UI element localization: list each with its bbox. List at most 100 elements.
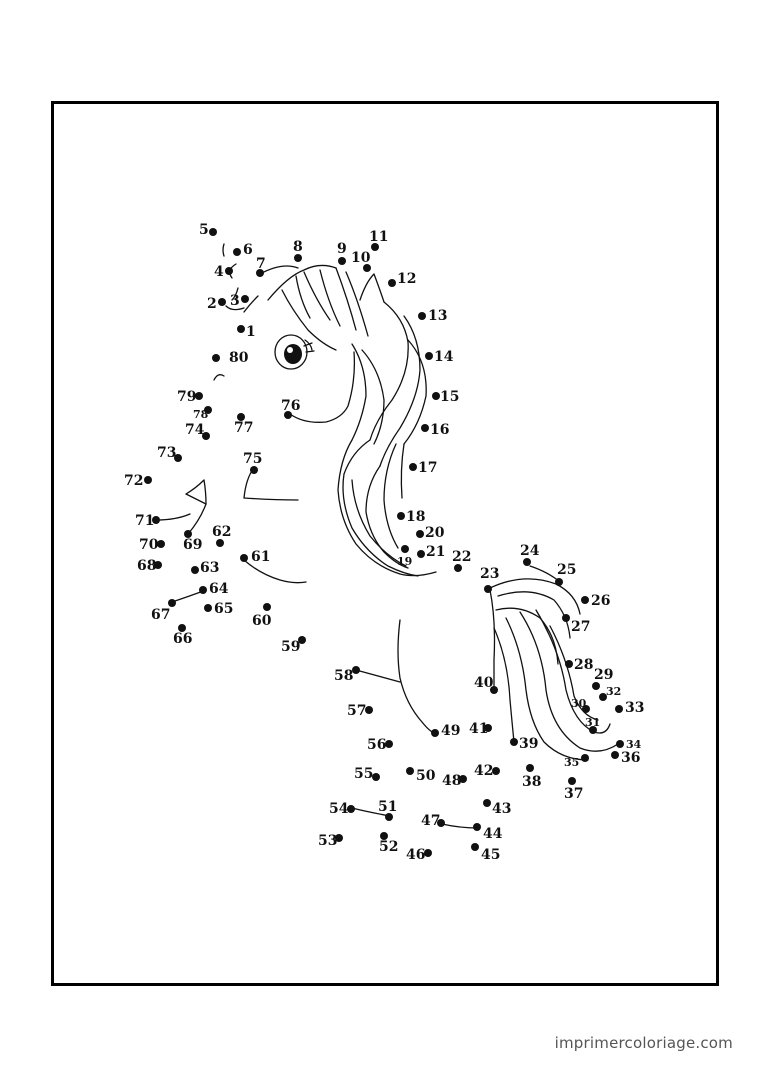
dot-label-14: 14 <box>434 349 454 365</box>
dot-label-15: 15 <box>440 389 459 405</box>
dot-62 <box>216 539 224 547</box>
dot-label-19: 19 <box>397 555 412 568</box>
dot-label-43: 43 <box>492 801 511 817</box>
dot-label-4: 4 <box>214 264 224 280</box>
dot-label-27: 27 <box>571 619 590 635</box>
dot-11 <box>371 243 379 251</box>
dot-label-5: 5 <box>199 222 209 238</box>
dot-label-29: 29 <box>594 667 613 683</box>
dot-label-36: 36 <box>621 750 640 766</box>
dot-41 <box>484 724 492 732</box>
dot-5 <box>209 228 217 236</box>
dot-label-16: 16 <box>430 422 449 438</box>
dot-22 <box>454 564 462 572</box>
dot-48 <box>459 775 467 783</box>
dot-label-64: 64 <box>209 581 229 597</box>
dot-label-38: 38 <box>522 774 541 790</box>
dot-76 <box>284 411 292 419</box>
dot-label-68: 68 <box>137 558 156 574</box>
dot-59 <box>298 636 306 644</box>
dot-50 <box>406 767 414 775</box>
dot-label-12: 12 <box>397 271 416 287</box>
dot-43 <box>483 799 491 807</box>
dot-74 <box>202 432 210 440</box>
dot-label-74: 74 <box>185 422 205 438</box>
dot-18 <box>397 512 405 520</box>
dot-56 <box>385 740 393 748</box>
dot-7 <box>256 269 264 277</box>
dot-57 <box>365 706 373 714</box>
dot-68 <box>154 561 162 569</box>
dot-label-72: 72 <box>124 473 143 489</box>
dot-44 <box>473 823 481 831</box>
dot-label-48: 48 <box>442 773 461 789</box>
dot-label-76: 76 <box>281 398 300 414</box>
dot-label-66: 66 <box>173 631 192 647</box>
dot-21 <box>417 550 425 558</box>
dot-label-71: 71 <box>135 513 154 529</box>
dot-label-47: 47 <box>421 813 440 829</box>
dot-52 <box>380 832 388 840</box>
dot-10 <box>363 264 371 272</box>
dot-label-80: 80 <box>229 350 249 366</box>
dot-label-52: 52 <box>379 839 398 855</box>
dot-label-7: 7 <box>256 256 266 272</box>
dot-label-28: 28 <box>574 657 593 673</box>
dot-label-8: 8 <box>293 239 303 255</box>
dot-17 <box>409 463 417 471</box>
dot-30 <box>582 705 590 713</box>
dot-23 <box>484 585 492 593</box>
dot-label-49: 49 <box>441 723 460 739</box>
dot-label-25: 25 <box>557 562 576 578</box>
dot-label-78: 78 <box>193 408 209 421</box>
dot-label-60: 60 <box>252 613 272 629</box>
dot-80 <box>212 354 220 362</box>
dot-39 <box>510 738 518 746</box>
dot-66 <box>178 624 186 632</box>
dot-64 <box>199 586 207 594</box>
dot-8 <box>294 254 302 262</box>
dot-label-56: 56 <box>367 737 386 753</box>
dot-label-39: 39 <box>519 736 538 752</box>
dot-label-6: 6 <box>243 242 253 258</box>
dot-label-57: 57 <box>347 703 366 719</box>
dot-label-9: 9 <box>337 241 347 257</box>
page-frame <box>51 101 719 986</box>
dot-67 <box>168 599 176 607</box>
dot-45 <box>471 843 479 851</box>
dot-label-2: 2 <box>207 296 217 312</box>
dot-33 <box>615 705 623 713</box>
dot-label-18: 18 <box>406 509 425 525</box>
dot-label-26: 26 <box>591 593 610 609</box>
dot-71 <box>152 516 160 524</box>
dot-label-10: 10 <box>351 250 371 266</box>
dot-9 <box>338 257 346 265</box>
dot-label-35: 35 <box>564 756 579 769</box>
dot-58 <box>352 666 360 674</box>
dot-29 <box>592 682 600 690</box>
dot-label-69: 69 <box>183 537 202 553</box>
dot-label-65: 65 <box>214 601 233 617</box>
dot-label-31: 31 <box>585 716 600 729</box>
dot-2 <box>218 298 226 306</box>
dot-label-46: 46 <box>406 847 425 863</box>
dot-label-45: 45 <box>481 847 500 863</box>
dot-label-77: 77 <box>234 420 253 436</box>
dot-51 <box>385 813 393 821</box>
dot-label-11: 11 <box>369 229 388 245</box>
dot-53 <box>335 834 343 842</box>
dot-72 <box>144 476 152 484</box>
dot-label-37: 37 <box>564 786 583 802</box>
dot-label-22: 22 <box>452 549 471 565</box>
dot-4 <box>225 267 233 275</box>
dot-label-23: 23 <box>480 566 499 582</box>
dot-label-55: 55 <box>354 766 373 782</box>
dot-label-44: 44 <box>483 826 503 842</box>
dot-label-40: 40 <box>474 675 494 691</box>
dot-31 <box>589 726 597 734</box>
dot-25 <box>555 578 563 586</box>
dot-32 <box>599 693 607 701</box>
dot-42 <box>492 767 500 775</box>
dot-46 <box>424 849 432 857</box>
